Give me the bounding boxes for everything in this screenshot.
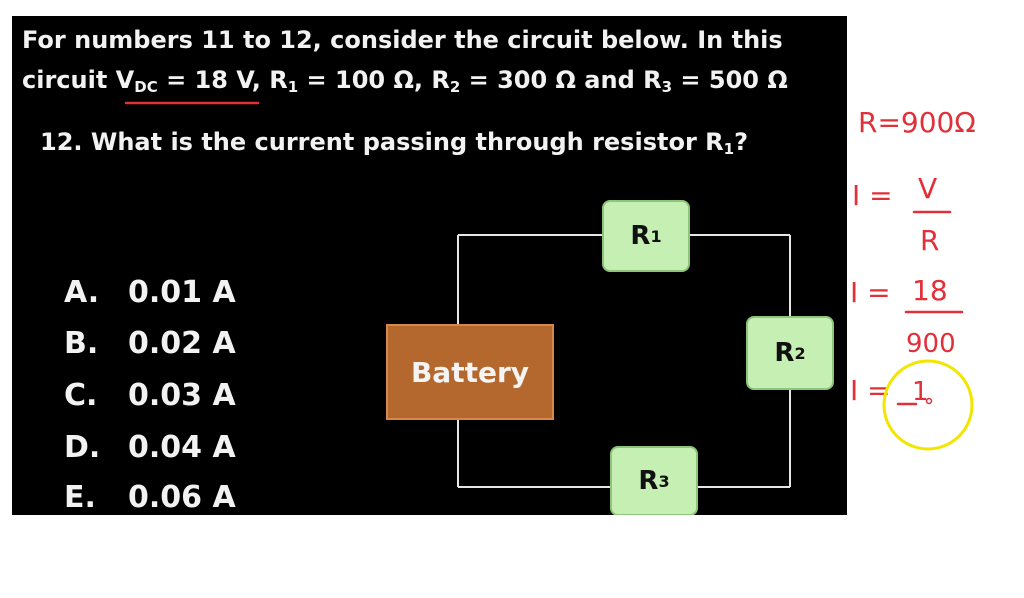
choice-d[interactable]: D. 0.04 A — [64, 430, 236, 465]
r1-def-subscript: 1 — [287, 78, 299, 96]
question-text: 12. What is the current passing through … — [40, 128, 748, 158]
r3-subscript: 3 — [658, 471, 670, 491]
r2-def-label: R — [431, 66, 450, 94]
r2-def-value: = 300 Ω and — [468, 66, 635, 94]
note-formula-num: V — [918, 172, 937, 205]
r1-label: R — [630, 221, 651, 251]
r2-subscript: 2 — [794, 343, 806, 363]
choice-e-value: 0.06 A — [128, 480, 236, 515]
choice-c-value: 0.03 A — [128, 378, 236, 413]
note-result-lhs: I = — [850, 374, 891, 407]
question-main: 12. What is the current passing through … — [40, 128, 724, 156]
question-subscript: 1 — [723, 140, 735, 158]
choice-c[interactable]: C. 0.03 A — [64, 378, 236, 413]
question-end: ? — [734, 128, 748, 156]
r1-subscript: 1 — [650, 226, 662, 246]
vdc-label: V — [115, 66, 135, 94]
choice-b-letter: B. — [64, 326, 99, 361]
decimal-point — [925, 397, 933, 405]
problem-line-1: For numbers 11 to 12, consider the circu… — [22, 26, 783, 54]
note-formula-den: R — [920, 224, 939, 257]
r3-def-value: = 500 Ω — [680, 66, 788, 94]
choice-b[interactable]: B. 0.02 A — [64, 326, 236, 361]
r1-def-value: = 100 Ω, — [306, 66, 423, 94]
vdc-subscript: DC — [134, 78, 158, 96]
vdc-value: = 18 V, — [166, 66, 261, 94]
choice-a-value: 0.01 A — [128, 275, 236, 310]
choice-b-value: 0.02 A — [128, 326, 236, 361]
choice-c-letter: C. — [64, 378, 98, 413]
circuit-wires — [457, 234, 791, 488]
circuit-word: circuit — [22, 66, 108, 94]
r1-def-label: R — [269, 66, 288, 94]
r2-label: R — [774, 338, 795, 368]
note-formula-lhs: I = — [852, 179, 893, 212]
choice-a[interactable]: A. 0.01 A — [64, 275, 236, 310]
r3-label: R — [638, 466, 659, 496]
choice-d-value: 0.04 A — [128, 430, 236, 465]
choice-e[interactable]: E. 0.06 A — [64, 480, 236, 515]
note-result-value: 1 — [912, 377, 929, 407]
problem-statement: For numbers 11 to 12, consider the circu… — [22, 20, 788, 107]
note-calc-den: 900 — [906, 329, 956, 359]
note-resistance: R=900Ω — [858, 106, 976, 139]
choice-e-letter: E. — [64, 480, 96, 515]
battery-label: Battery — [410, 355, 530, 389]
r3-def-subscript: 3 — [661, 78, 673, 96]
choice-a-letter: A. — [64, 275, 100, 310]
r3-def-label: R — [643, 66, 662, 94]
highlight-circle — [882, 359, 974, 451]
question-slide: For numbers 11 to 12, consider the circu… — [12, 16, 847, 515]
r2-def-subscript: 2 — [449, 78, 461, 96]
note-calc-lhs: I = — [850, 276, 891, 309]
problem-line-2: circuit VDC = 18 V, R1 = 100 Ω, R2 = 300… — [22, 60, 788, 107]
note-calc-num: 18 — [912, 274, 948, 307]
battery: Battery — [386, 324, 554, 420]
choice-d-letter: D. — [64, 430, 101, 465]
